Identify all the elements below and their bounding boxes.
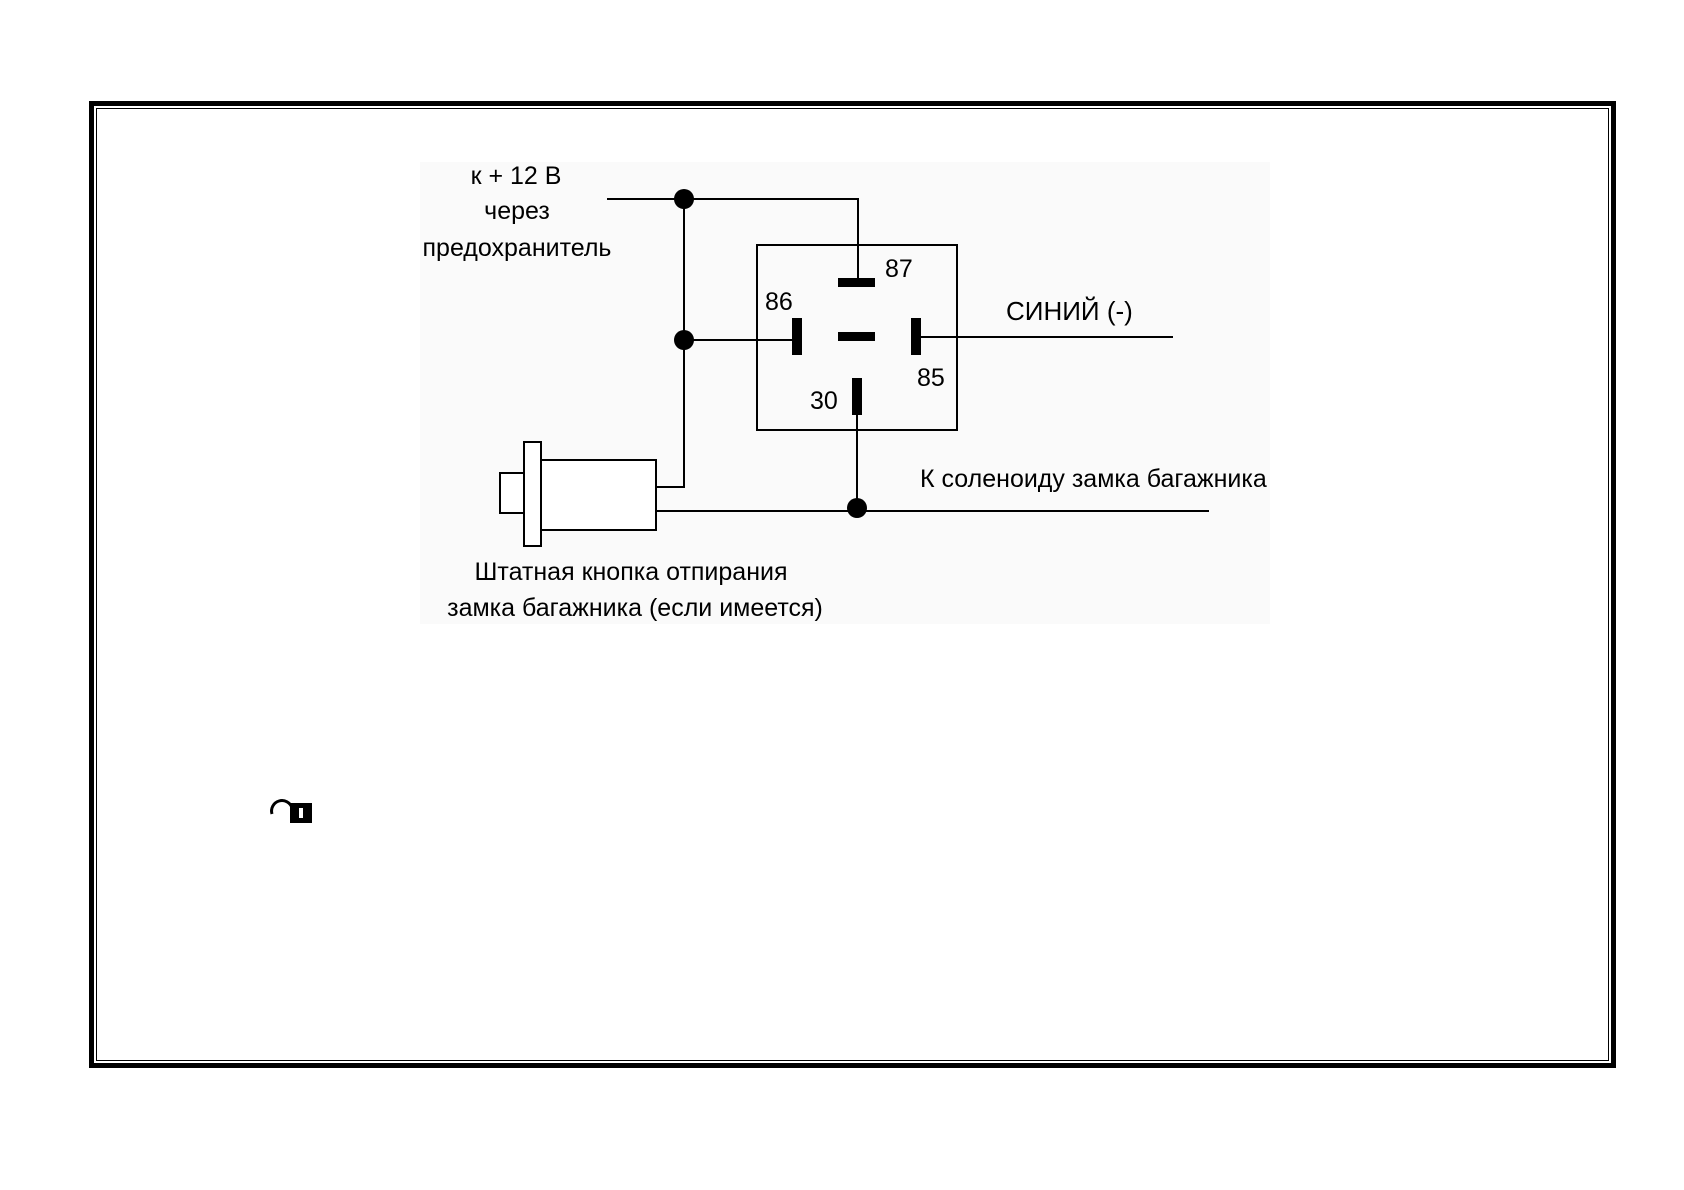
contact-85 (911, 318, 921, 355)
supply-label-line3: предохранитель (423, 234, 612, 262)
pin85-label: 85 (917, 364, 945, 392)
junction-pin86 (674, 330, 694, 350)
contact-center (838, 332, 875, 341)
contact-30 (852, 378, 862, 415)
pin30-label: 30 (810, 387, 838, 415)
pin87-label: 87 (885, 255, 913, 283)
supply-label-line1: к + 12 В (471, 162, 562, 190)
contact-87 (838, 278, 875, 287)
pin86-label: 86 (765, 288, 793, 316)
outer-frame (89, 101, 1616, 1068)
unlock-icon (270, 799, 312, 823)
blue-wire-label: СИНИЙ (-) (1006, 296, 1133, 326)
junction-solenoid (847, 498, 867, 518)
solenoid-label: К соленоиду замка багажника (920, 465, 1267, 493)
relay-contacts (792, 278, 921, 415)
junction-supply (674, 189, 694, 209)
button-flange (523, 441, 542, 547)
junction-dots (674, 189, 867, 518)
inner-frame (96, 108, 1609, 1061)
trunk-button-symbol (499, 441, 657, 547)
relay-box (756, 244, 958, 431)
button-label-line2: замка багажника (если имеется) (447, 594, 823, 622)
wires (607, 198, 1209, 512)
contact-86 (792, 318, 802, 355)
button-label-line1: Штатная кнопка отпирания (474, 558, 787, 586)
button-plunger (499, 472, 525, 514)
supply-label-line2: через (484, 197, 550, 225)
button-body (540, 459, 657, 531)
diagram-background (420, 162, 1270, 624)
